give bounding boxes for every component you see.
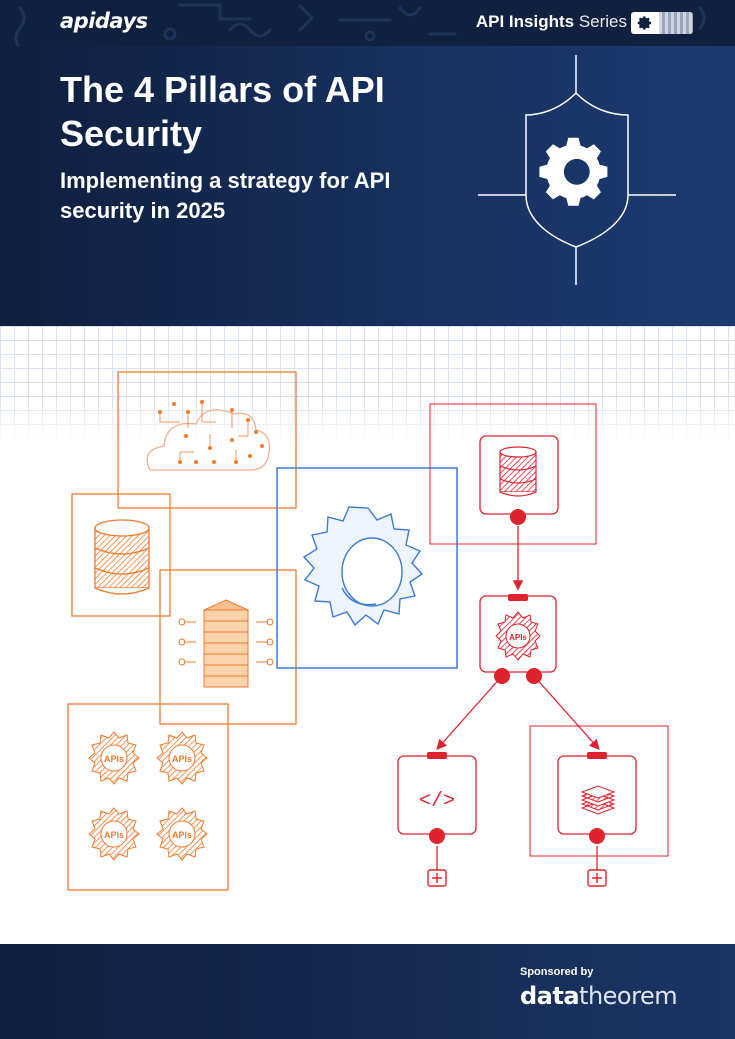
server-stack-icon bbox=[178, 599, 274, 688]
document-stack-icon bbox=[580, 785, 616, 815]
series-name: API Insights bbox=[475, 12, 575, 31]
orange-frames bbox=[67, 371, 297, 891]
grid-fade bbox=[0, 400, 735, 444]
flow-nodes bbox=[427, 509, 607, 844]
api-gear-label: APIs bbox=[172, 754, 192, 764]
decorative-pattern bbox=[14, 3, 706, 46]
central-gear-icon bbox=[302, 506, 424, 627]
series-badge bbox=[631, 12, 693, 34]
gear-icon bbox=[631, 12, 659, 34]
api-gear-label: APIs bbox=[104, 830, 124, 840]
series-suffix: Series bbox=[578, 12, 627, 31]
api-gears bbox=[88, 731, 208, 861]
api-gear-label: APIs bbox=[104, 754, 124, 764]
footer: Sponsored by datatheorem bbox=[0, 944, 735, 1039]
api-gear-label: APIs bbox=[172, 830, 192, 840]
sponsor-name-light: theorem bbox=[579, 982, 678, 1010]
pillars-illustration: APIs APIs APIs APIs bbox=[67, 371, 669, 891]
hero-banner bbox=[0, 46, 735, 326]
badge-track bbox=[659, 12, 693, 34]
red-api-label: APIs bbox=[509, 633, 527, 642]
apidays-logo: apidays bbox=[60, 9, 148, 33]
sponsor-name-bold: data bbox=[520, 982, 580, 1010]
datatheorem-logo: datatheorem bbox=[520, 982, 678, 1010]
code-icon: </> bbox=[419, 790, 455, 813]
red-database-icon bbox=[499, 446, 537, 497]
database-icon bbox=[94, 519, 150, 595]
series-label: API Insights Series bbox=[476, 12, 627, 32]
top-bar: apidays API Insights Series bbox=[0, 0, 735, 46]
shield-gear-icon bbox=[478, 55, 676, 285]
cloud-icon bbox=[146, 400, 271, 471]
red-api-gear bbox=[495, 611, 541, 661]
plus-icon bbox=[427, 869, 607, 887]
sponsored-by-label: Sponsored by bbox=[520, 966, 594, 978]
page-title: The 4 Pillars of API Security bbox=[60, 69, 385, 154]
page-subtitle: Implementing a strategy for API security… bbox=[60, 168, 391, 223]
blue-frame bbox=[276, 467, 458, 669]
